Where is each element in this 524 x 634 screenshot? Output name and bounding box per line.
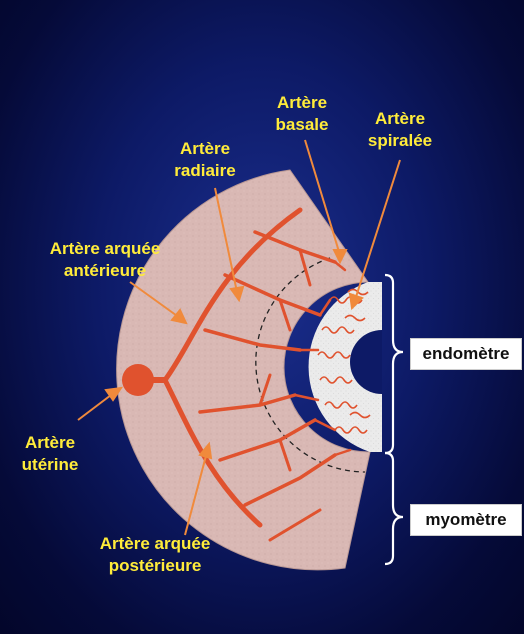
label-artere-spiralee: Artère spiralée bbox=[367, 109, 433, 150]
label-artere-uterine: Artère utérine bbox=[21, 433, 79, 474]
uterine-cavity bbox=[350, 330, 382, 394]
endometrium-region bbox=[308, 282, 382, 452]
label-artere-radiaire: Artère radiaire bbox=[174, 139, 236, 180]
myometrium-brace bbox=[384, 451, 404, 566]
myometre-label-box: myomètre bbox=[410, 504, 522, 536]
pointer-arrows bbox=[77, 139, 401, 536]
uterine-artery-node bbox=[122, 364, 154, 396]
endometrium-brace bbox=[384, 273, 404, 455]
label-artere-basale: Artère basale bbox=[275, 93, 329, 134]
artery-network bbox=[145, 207, 352, 542]
endometre-label-box: endomètre bbox=[410, 338, 522, 370]
basal-layer-boundary bbox=[255, 257, 366, 473]
label-artere-arquee-posterieure: Artère arquée postérieure bbox=[99, 534, 211, 575]
label-artere-arquee-anterieure: Artère arquée antérieure bbox=[49, 239, 161, 280]
